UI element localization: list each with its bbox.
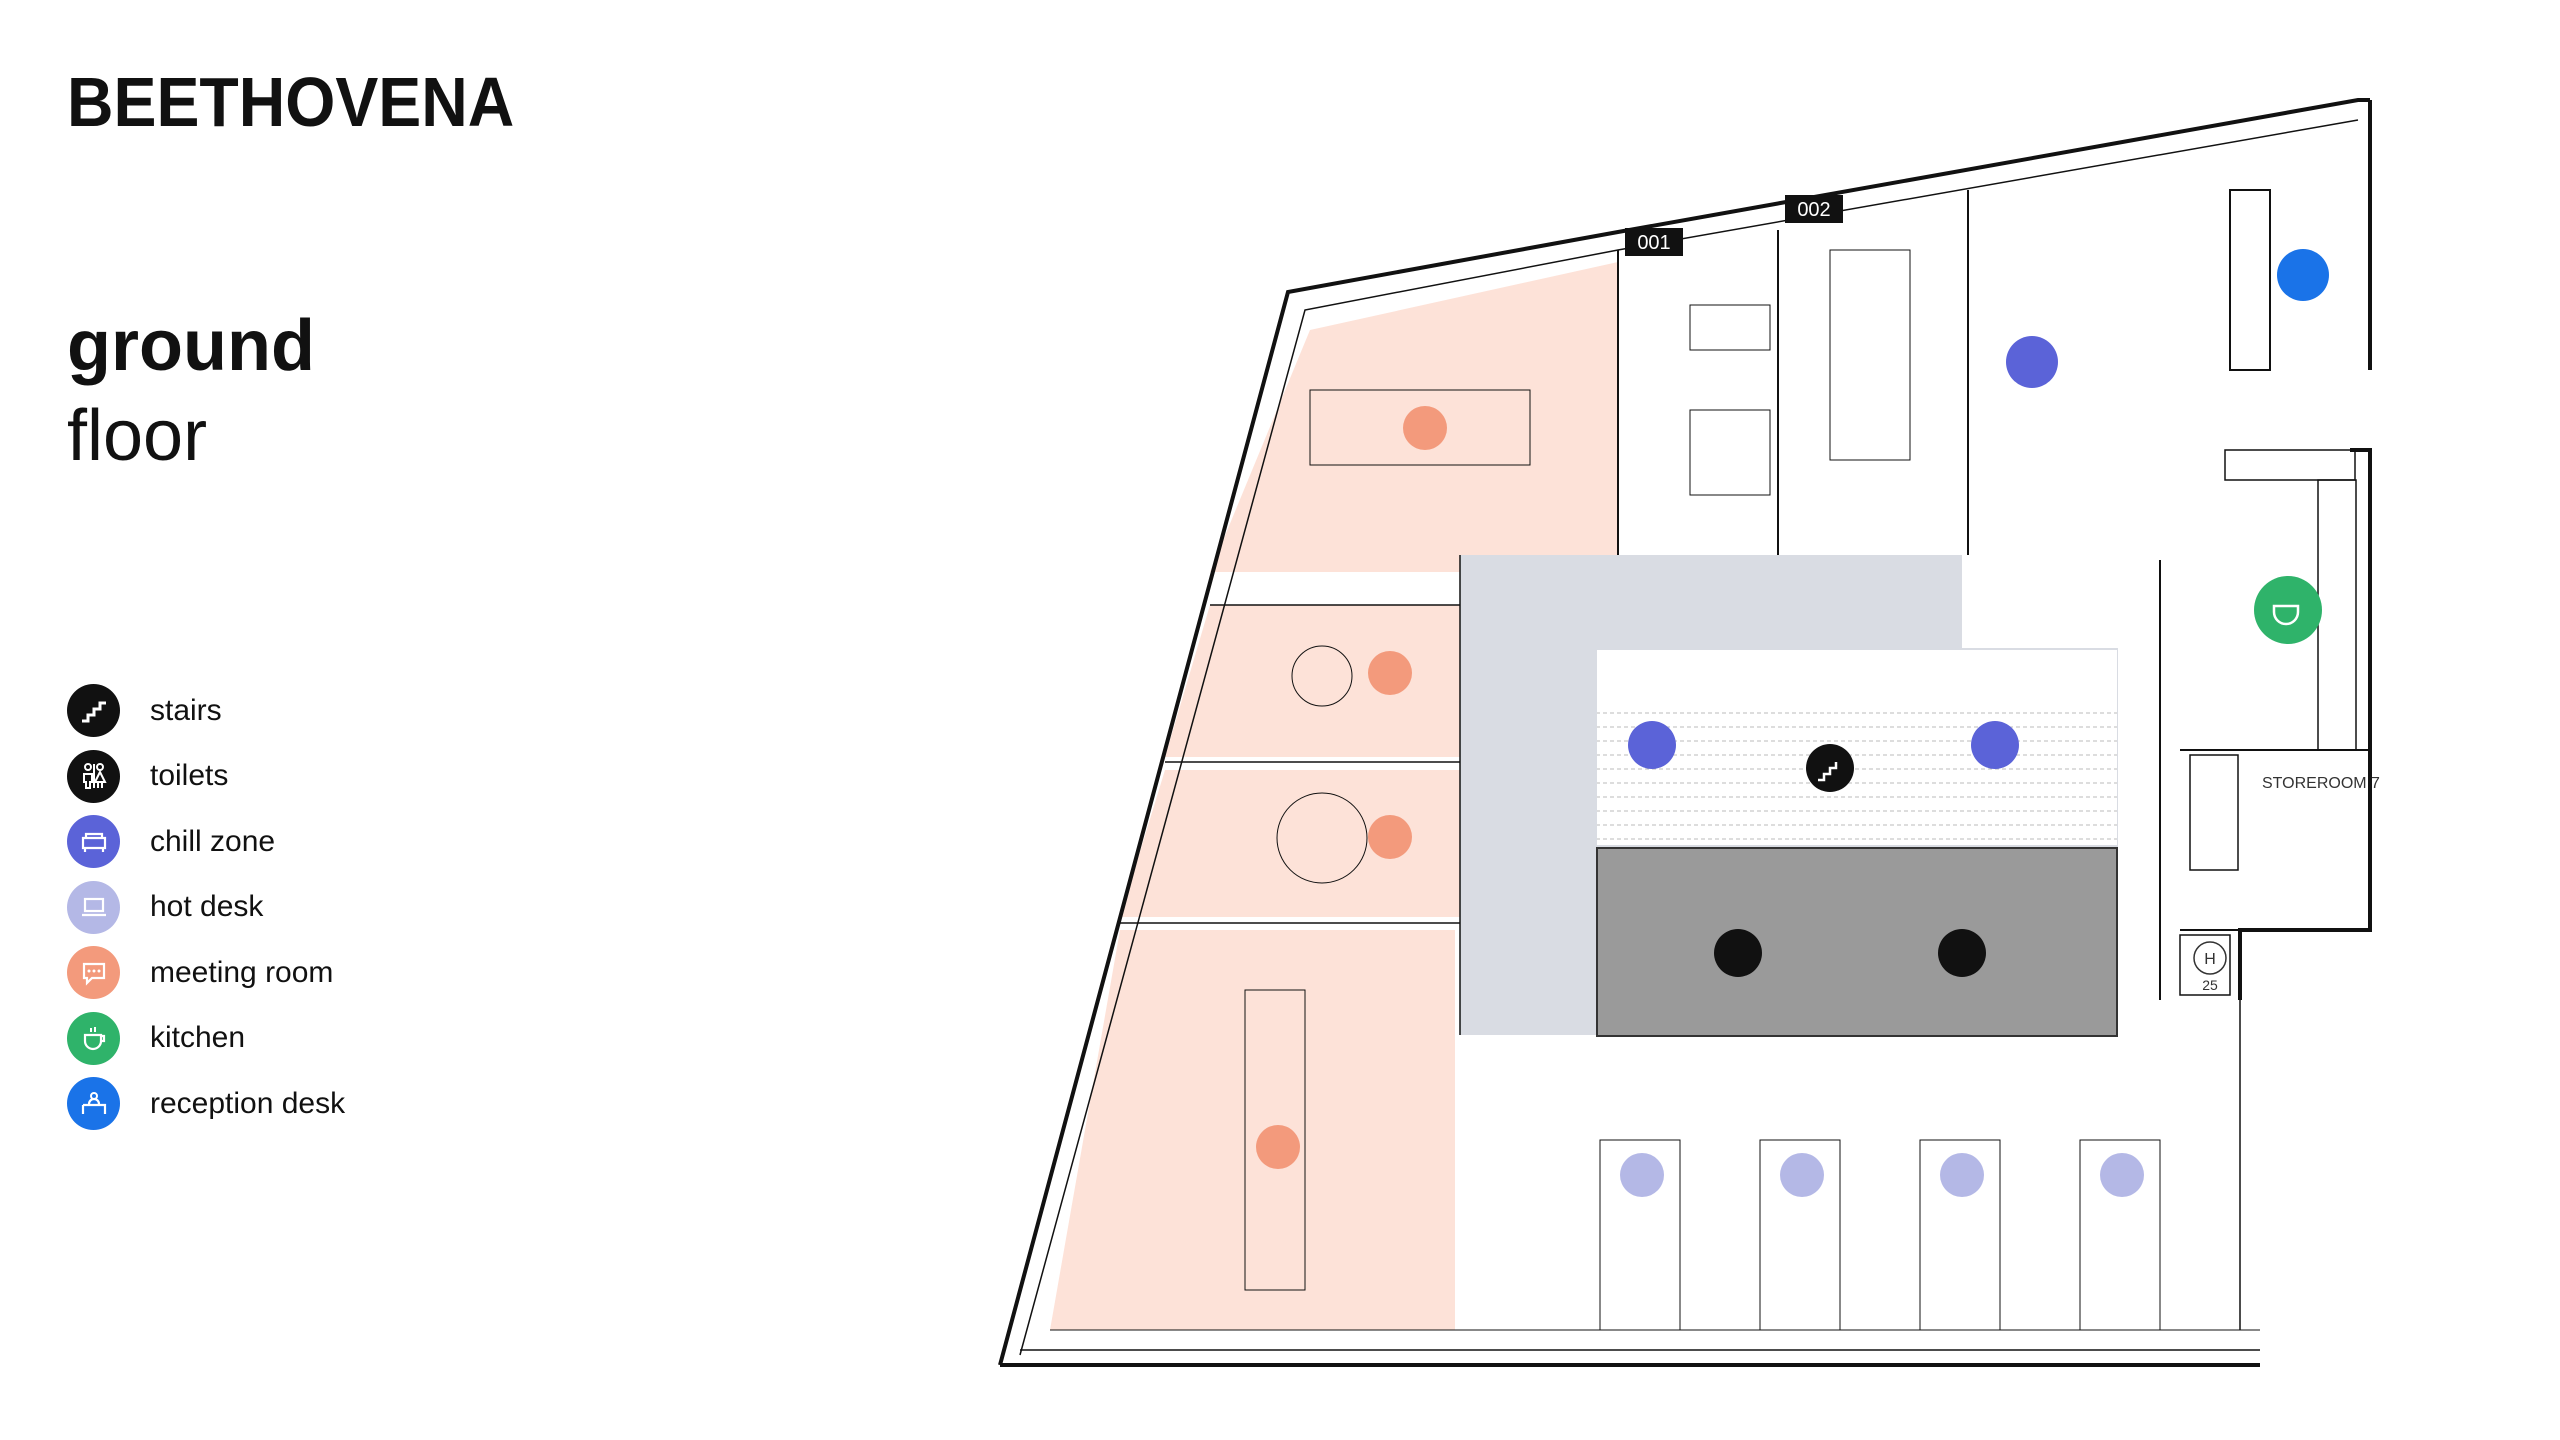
legend-item-reception-desk: reception desk (67, 1071, 345, 1137)
legend-label: stairs (150, 693, 222, 727)
meeting-room-marker (1256, 406, 1447, 1169)
svg-text:001: 001 (1637, 232, 1670, 254)
legend-item-hot-desk: hot desk (67, 875, 345, 941)
reception-marker (2277, 249, 2329, 301)
toilets-icon (67, 749, 120, 803)
legend-item-chill-zone: chill zone (67, 809, 345, 875)
walls (998, 98, 2372, 1367)
stairs-icon (67, 684, 120, 738)
kitchen-marker (2254, 576, 2322, 644)
lift: H 25 (2193, 941, 2227, 993)
svg-text:H: H (2204, 951, 2216, 968)
svg-text:002: 002 (1797, 199, 1830, 221)
stairs-marker (1806, 744, 1854, 792)
legend: stairs toilets chill zone hot desk meeti… (67, 678, 345, 1137)
legend-label: hot desk (150, 890, 264, 924)
toilets-area (1596, 847, 2118, 1037)
cup-icon (67, 1011, 120, 1065)
legend-item-meeting-room: meeting room (67, 940, 345, 1006)
reception-icon (67, 1077, 120, 1131)
legend-label: chill zone (150, 824, 276, 858)
laptop-icon (67, 880, 120, 934)
legend-item-toilets: toilets (67, 744, 345, 810)
chill-zone-marker (1628, 336, 2058, 769)
toilets-marker (1714, 929, 1986, 977)
legend-label: toilets (150, 759, 229, 793)
building-name: BEETHOVENA (67, 63, 515, 141)
chat-icon (67, 946, 120, 1000)
svg-text:25: 25 (2202, 977, 2218, 993)
storeroom-label: STOREROOM 7 (2262, 775, 2380, 792)
legend-label: meeting room (150, 955, 334, 989)
room-tag-001: 001 (1625, 228, 1683, 256)
floor-title-bold: ground (67, 306, 315, 386)
legend-item-stairs: stairs (67, 678, 345, 744)
legend-item-kitchen: kitchen (67, 1006, 345, 1072)
sofa-icon (67, 815, 120, 869)
room-tag-002: 002 (1785, 195, 1843, 223)
legend-label: kitchen (150, 1021, 246, 1055)
floor-title-light: floor (67, 396, 208, 476)
hot-desk-marker (1620, 1153, 2144, 1197)
legend-label: reception desk (150, 1086, 346, 1120)
